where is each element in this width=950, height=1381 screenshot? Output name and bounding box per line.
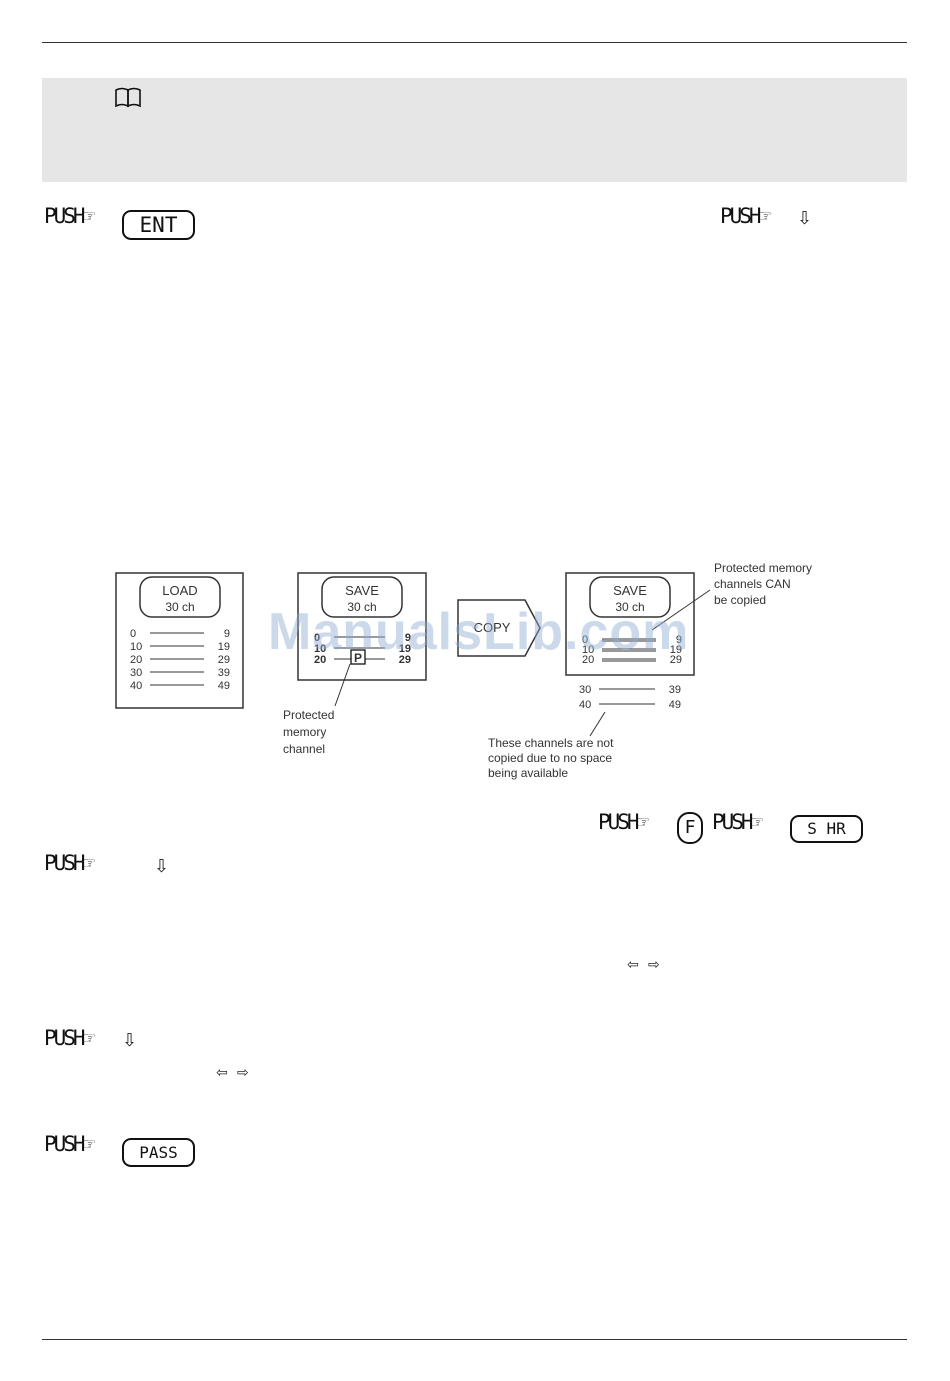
push-label: PUSH☞ bbox=[44, 204, 95, 228]
right-arrow-icon: ⇨ bbox=[648, 957, 660, 973]
copy-arrow: COPY bbox=[457, 599, 541, 657]
down-arrow-icon: ⇩ bbox=[797, 208, 813, 229]
caption-line: channels CAN bbox=[714, 577, 791, 591]
row-from-label: 20 bbox=[130, 654, 142, 666]
push-label: PUSH☞ bbox=[712, 810, 763, 834]
row-from-label: 20 bbox=[582, 654, 594, 666]
right-arrow-icon: ⇨ bbox=[237, 1065, 249, 1081]
load-panel-subtitle: 30 ch bbox=[165, 600, 194, 614]
caption-line: be copied bbox=[714, 593, 766, 607]
top-rule bbox=[42, 42, 907, 43]
caption-line: Protected memory bbox=[714, 561, 812, 575]
push-label: PUSH☞ bbox=[720, 204, 771, 228]
protect-marker: P bbox=[354, 651, 362, 665]
left-arrow-icon: ⇦ bbox=[627, 957, 639, 973]
row-from-label: 20 bbox=[314, 654, 326, 666]
row-to-label: 39 bbox=[669, 684, 681, 696]
save-panel: SAVE 30 ch 0 9 10 19 20 29 P bbox=[297, 572, 427, 707]
row-from-label: 0 bbox=[130, 628, 136, 640]
bottom-rule bbox=[42, 1339, 907, 1340]
row-to-label: 9 bbox=[405, 632, 411, 644]
row-from-label: 0 bbox=[314, 632, 320, 644]
row-to-label: 19 bbox=[399, 643, 411, 655]
caption-line: These channels are not bbox=[488, 736, 614, 750]
pass-key: PASS bbox=[122, 1138, 195, 1167]
row-to-label: 29 bbox=[399, 654, 411, 666]
ent-key: ENT bbox=[122, 210, 195, 240]
book-icon bbox=[115, 87, 141, 108]
row-to-label: 49 bbox=[218, 680, 230, 692]
note-box bbox=[42, 78, 907, 182]
load-panel: LOAD 30 ch 0 9 10 19 20 29 30 39 40 49 bbox=[115, 572, 244, 709]
row-to-label: 49 bbox=[669, 699, 681, 711]
f-key: F bbox=[677, 812, 703, 844]
shr-key: S HR bbox=[790, 815, 863, 843]
copy-diagram: LOAD 30 ch 0 9 10 19 20 29 30 39 40 49 SAVE 30 ch… bbox=[115, 561, 812, 780]
push-label: PUSH☞ bbox=[44, 851, 95, 875]
caption-line: copied due to no space bbox=[488, 751, 612, 765]
push-label: PUSH☞ bbox=[598, 810, 649, 834]
caption-can-copy: Protected memory channels CAN be copied bbox=[714, 561, 812, 607]
save-panel-title: SAVE bbox=[345, 583, 379, 598]
caption-line: channel bbox=[283, 742, 325, 756]
down-arrow-icon: ⇩ bbox=[122, 1030, 138, 1051]
row-from-label: 30 bbox=[579, 684, 591, 696]
result-panel: SAVE 30 ch 0 9 10 19 20 29 bbox=[565, 572, 711, 676]
push-label: PUSH☞ bbox=[44, 1132, 95, 1156]
row-to-label: 9 bbox=[224, 628, 230, 640]
row-from-label: 10 bbox=[582, 644, 594, 656]
copy-label: COPY bbox=[474, 620, 511, 635]
row-from-label: 40 bbox=[579, 699, 591, 711]
left-arrow-icon: ⇦ bbox=[216, 1065, 228, 1081]
row-to-label: 9 bbox=[676, 634, 682, 646]
result-panel-title: SAVE bbox=[613, 583, 647, 598]
caption-protected: Protected memory channel bbox=[283, 708, 334, 756]
row-to-label: 39 bbox=[218, 667, 230, 679]
down-arrow-icon: ⇩ bbox=[154, 856, 170, 877]
row-from-label: 30 bbox=[130, 667, 142, 679]
row-to-label: 19 bbox=[670, 644, 682, 656]
watermark: ManualsLib.com bbox=[268, 603, 690, 661]
excluded-rows: 30 39 40 49 bbox=[579, 684, 681, 711]
load-panel-title: LOAD bbox=[162, 583, 197, 598]
caption-line: Protected bbox=[283, 708, 334, 722]
caption-line: being available bbox=[488, 766, 568, 780]
result-panel-subtitle: 30 ch bbox=[615, 600, 644, 614]
row-from-label: 40 bbox=[130, 680, 142, 692]
row-to-label: 29 bbox=[218, 654, 230, 666]
row-to-label: 19 bbox=[218, 641, 230, 653]
row-from-label: 0 bbox=[582, 634, 588, 646]
row-from-label: 10 bbox=[130, 641, 142, 653]
caption-line: memory bbox=[283, 725, 326, 739]
row-to-label: 29 bbox=[670, 654, 682, 666]
save-panel-subtitle: 30 ch bbox=[347, 600, 376, 614]
push-label: PUSH☞ bbox=[44, 1026, 95, 1050]
row-from-label: 10 bbox=[314, 643, 326, 655]
